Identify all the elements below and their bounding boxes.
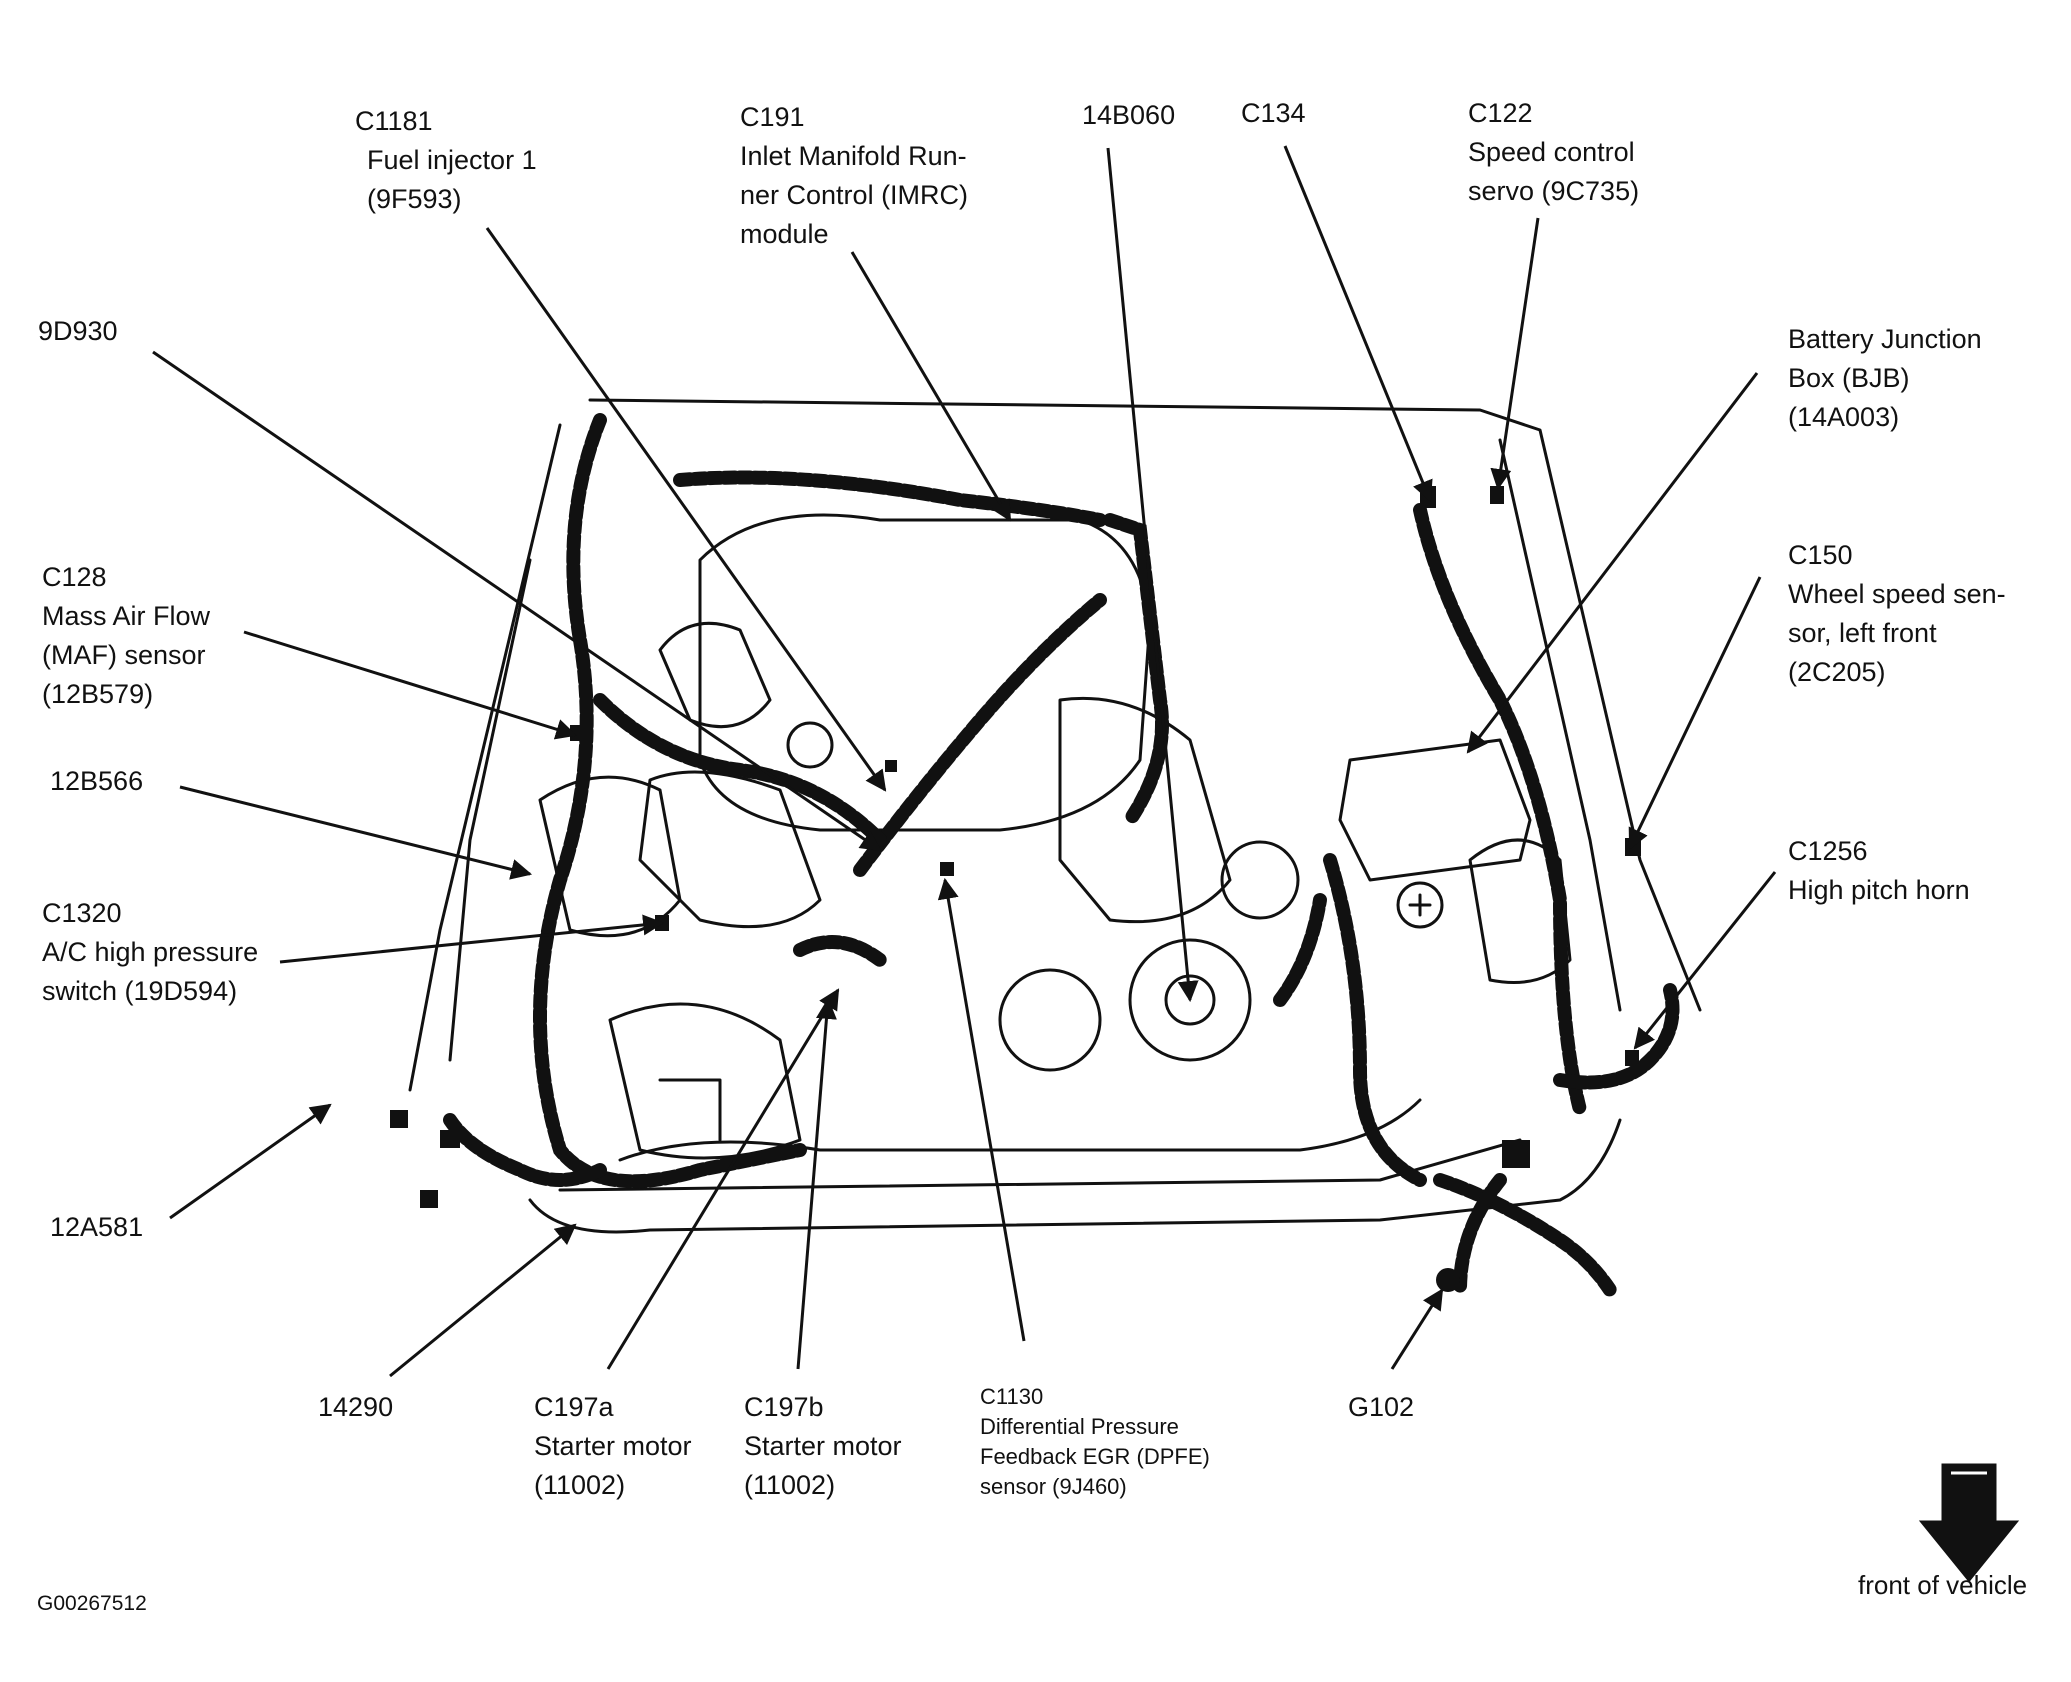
label-c150-line4: (2C205) xyxy=(1788,657,1886,687)
wiring-harness xyxy=(443,413,1680,1297)
label-14290: 14290 xyxy=(318,1388,393,1427)
label-c128-line2: Mass Air Flow xyxy=(42,601,211,631)
leader-c197b xyxy=(796,997,837,1370)
label-c1320-line2: A/C high pressure xyxy=(42,937,259,967)
leader-c150 xyxy=(1628,576,1762,850)
label-c134: C134 xyxy=(1241,94,1306,133)
label-c191-line2: Inlet Manifold Run- xyxy=(740,141,967,171)
label-c197a-line3: (11002) xyxy=(534,1470,626,1500)
label-c191-line1: C191 xyxy=(740,102,805,132)
label-c191: C191 Inlet Manifold Run- ner Control (IM… xyxy=(740,98,968,254)
label-14b060-line1: 14B060 xyxy=(1082,100,1176,130)
label-9d930: 9D930 xyxy=(38,312,118,351)
label-c1181-line3: (9F593) xyxy=(367,184,462,214)
valve-cover-left xyxy=(638,770,822,929)
leader-c1256 xyxy=(1633,871,1777,1050)
leader-c122 xyxy=(1490,217,1540,491)
leader-14290 xyxy=(389,1223,577,1378)
label-c134-line1: C134 xyxy=(1241,98,1306,128)
valve-cover-right xyxy=(1058,696,1232,924)
leader-g102 xyxy=(1390,1288,1444,1370)
label-g102: G102 xyxy=(1348,1388,1414,1427)
leader-12b566 xyxy=(179,785,533,880)
label-c1130-line2: Differential Pressure xyxy=(980,1414,1179,1439)
label-bjb: Battery Junction Box (BJB) (14A003) xyxy=(1788,320,1982,437)
label-c1256-line1: C1256 xyxy=(1788,836,1868,866)
label-g102-line1: G102 xyxy=(1348,1392,1415,1422)
label-c1181-line1: C1181 xyxy=(355,106,433,136)
label-12a581: 12A581 xyxy=(50,1208,143,1247)
leader-c134 xyxy=(1283,145,1433,502)
leader-12a581 xyxy=(169,1103,332,1220)
leader-14b060 xyxy=(1106,147,1199,1003)
leader-c197a xyxy=(606,988,840,1370)
label-12b566-line1: 12B566 xyxy=(50,766,144,796)
label-14290-line1: 14290 xyxy=(318,1392,394,1422)
leader-c191 xyxy=(850,251,1012,522)
label-c1320-line1: C1320 xyxy=(42,898,122,928)
label-bjb-line2: Box (BJB) xyxy=(1788,363,1910,393)
left-fender-outline xyxy=(408,423,562,1092)
label-c1181-line2: Fuel injector 1 xyxy=(367,145,537,175)
label-c128-line1: C128 xyxy=(42,562,107,592)
label-c197b-line3: (11002) xyxy=(744,1470,836,1500)
label-9d930-line1: 9D930 xyxy=(38,316,118,346)
label-12a581-line1: 12A581 xyxy=(50,1212,144,1242)
leader-c1130 xyxy=(937,877,1026,1342)
label-c122: C122 Speed control servo (9C735) xyxy=(1468,94,1639,211)
leader-c1320 xyxy=(279,914,665,964)
label-c191-line4: module xyxy=(740,219,829,249)
front-crossmember xyxy=(558,1138,1522,1192)
label-c197b: C197b Starter motor (11002) xyxy=(744,1388,902,1505)
down-arrow-icon xyxy=(1918,1463,2020,1583)
label-c1320: C1320 A/C high pressure switch (19D594) xyxy=(42,894,258,1011)
label-c191-line3: ner Control (IMRC) xyxy=(740,180,969,210)
label-c128-line3: (MAF) sensor xyxy=(42,640,206,670)
label-c122-line3: servo (9C735) xyxy=(1468,176,1640,206)
label-c1181: C1181 Fuel injector 1 (9F593) xyxy=(355,102,537,219)
label-c150-line3: sor, left front xyxy=(1788,618,1937,648)
front-bumper xyxy=(528,1118,1622,1234)
left-fender-inner xyxy=(448,558,532,1062)
label-c1320-line3: switch (19D594) xyxy=(42,976,238,1006)
front-of-vehicle-label: front of vehicle xyxy=(1858,1570,2028,1600)
hood-outline xyxy=(588,398,1702,1012)
right-fender-inner xyxy=(1498,438,1622,1012)
label-c150-line1: C150 xyxy=(1788,540,1853,570)
label-c150: C150 Wheel speed sen- sor, left front (2… xyxy=(1788,536,2006,692)
leader-c1181 xyxy=(485,227,887,792)
leader-c128 xyxy=(243,630,578,740)
figure-id: G00267512 xyxy=(37,1592,147,1615)
label-c1130: C1130 Differential Pressure Feedback EGR… xyxy=(980,1382,1210,1502)
label-c197a: C197a Starter motor (11002) xyxy=(534,1388,692,1505)
leader-9d930 xyxy=(152,350,882,852)
label-c197b-line1: C197b xyxy=(744,1392,824,1422)
label-14b060: 14B060 xyxy=(1082,96,1175,135)
label-c1256-line2: High pitch horn xyxy=(1788,875,1970,905)
radiator-support xyxy=(618,1098,1422,1162)
label-c197a-line1: C197a xyxy=(534,1392,614,1422)
leader-bjb xyxy=(1466,372,1759,754)
label-c197a-line2: Starter motor xyxy=(534,1431,692,1461)
label-bjb-line3: (14A003) xyxy=(1788,402,1900,432)
label-c1130-line4: sensor (9J460) xyxy=(980,1474,1127,1499)
label-c197b-line2: Starter motor xyxy=(744,1431,902,1461)
label-12b566: 12B566 xyxy=(50,762,143,801)
label-c128: C128 Mass Air Flow (MAF) sensor (12B579) xyxy=(42,558,210,714)
label-c128-line4: (12B579) xyxy=(42,679,154,709)
label-c150-line2: Wheel speed sen- xyxy=(1788,579,2006,609)
label-c1130-line3: Feedback EGR (DPFE) xyxy=(980,1444,1210,1469)
label-c122-line2: Speed control xyxy=(1468,137,1635,167)
label-c122-line1: C122 xyxy=(1468,98,1533,128)
leader-lines xyxy=(152,145,1777,1378)
label-bjb-line1: Battery Junction xyxy=(1788,324,1982,354)
intake-manifold xyxy=(698,513,1152,832)
throttle-body xyxy=(658,621,772,729)
label-c1130-line1: C1130 xyxy=(980,1384,1044,1409)
battery-box xyxy=(1338,738,1532,882)
label-c1256: C1256 High pitch horn xyxy=(1788,832,1970,910)
